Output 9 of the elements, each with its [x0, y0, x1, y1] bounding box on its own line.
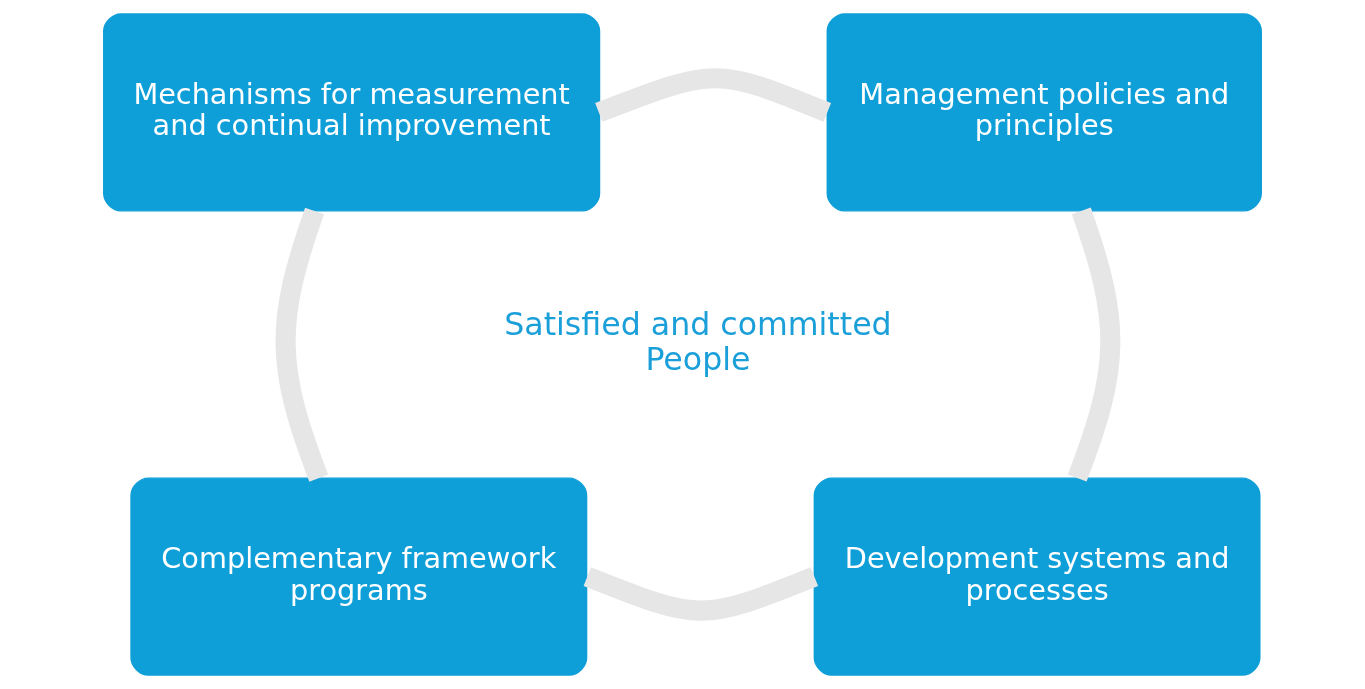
connector — [275, 207, 329, 482]
label: Satisfied and committed People — [504, 306, 892, 377]
node-box: Management policies and principles — [826, 13, 1262, 212]
node-box: Complementary framework programs — [130, 477, 588, 676]
connector — [595, 68, 832, 122]
connector — [583, 567, 819, 621]
node-box: Development systems and processes — [813, 477, 1261, 676]
node-box: Mechanisms for measurement and continual improvement — [103, 13, 601, 212]
connector — [1067, 207, 1121, 482]
